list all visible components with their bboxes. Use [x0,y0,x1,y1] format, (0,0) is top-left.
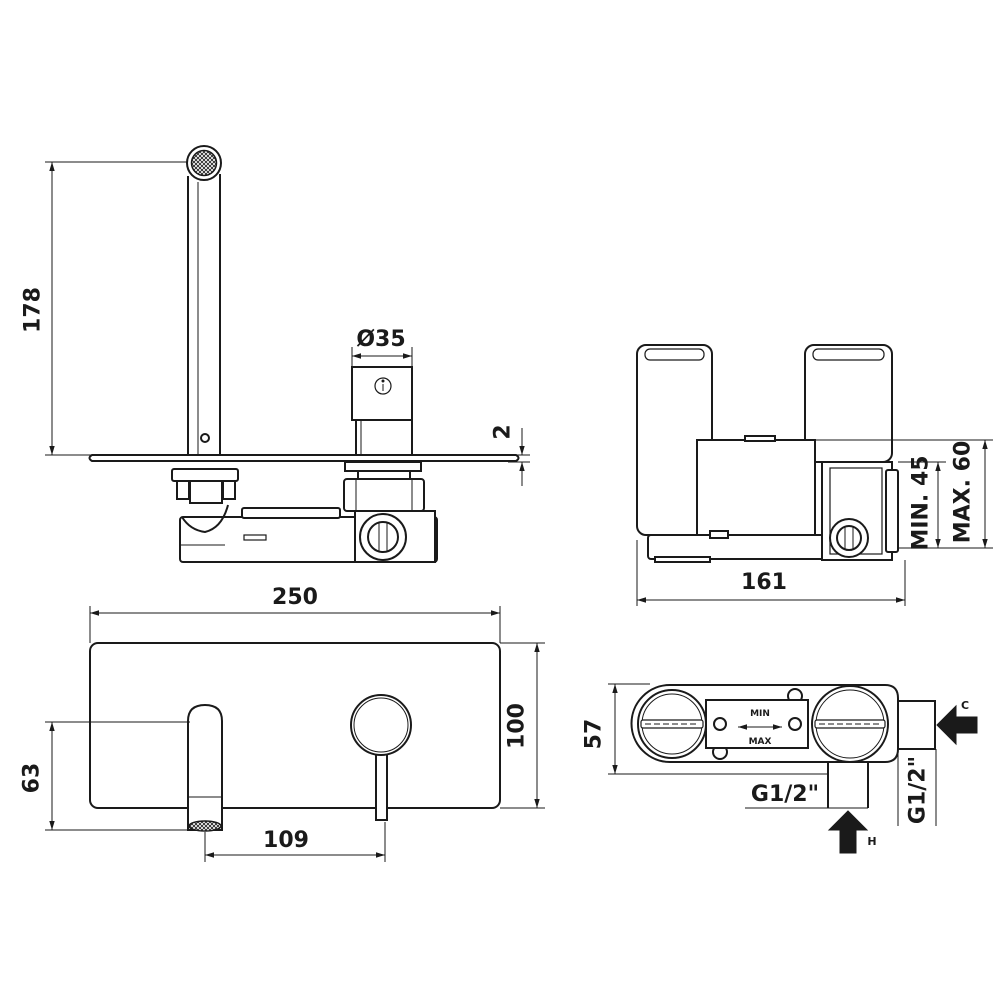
body-front-view: 161 MIN. 45 MAX. 60 [636,344,993,606]
hot-inlet-arrow-icon [827,810,869,854]
bottom-inlet-pipe [827,760,869,808]
dimension-body-width-label: 161 [741,570,787,595]
wall-plate-edge [88,454,520,462]
dimension-plate-thickness-label: 2 [491,424,516,439]
cold-inlet-arrow-icon [936,704,978,746]
handle-knob-inner [353,697,409,753]
dimension-body-width: 161 [636,540,906,606]
outlet-port-slot [844,526,854,550]
min-mark-label: MIN [750,709,770,719]
info-icon-dot [381,379,385,383]
spout-connector-nut [171,468,239,482]
dimension-spout-outlet-height-label: 63 [20,763,45,794]
hot-inlet-indicator: H [827,810,877,854]
manifold-mark [243,534,267,541]
center-block-mark [709,530,729,539]
outlet-housing-rib [885,469,899,553]
dimension-handle-diameter-label: Ø35 [356,327,405,352]
handle-front [350,694,412,821]
right-port [811,685,889,763]
right-cylinder-cap [812,348,885,361]
dimension-plate-thickness: 2 [491,424,530,486]
cold-inlet-indicator: C [936,699,978,746]
dimension-spout-outlet-height: 63 [20,721,190,831]
dimension-body-depth-label: 57 [582,719,607,750]
left-cylinder-cap [644,348,705,361]
inlet-port-slot [378,523,388,551]
dimension-body-depth: 57 [582,683,828,775]
plate-front-view: 250 100 63 109 [20,585,545,862]
manifold-slot [241,507,341,519]
side-inlet-pipe [896,700,936,750]
dimension-install-depth: MIN. 45 MAX. 60 [815,439,993,551]
handle-neck [355,419,413,456]
spout-connector-bolt [222,480,236,500]
right-cylinder [804,344,893,463]
hot-inlet-label: H [867,835,876,848]
side-connection-callout: G1/2" [897,749,937,826]
spout-body [187,703,223,831]
side-elevation-view: 178 Ø35 [21,145,530,563]
inlet-port-inner [367,521,399,553]
center-block [696,439,816,536]
bottom-connection-callout: G1/2" [745,782,868,809]
dimension-plate-width-label: 250 [272,585,318,610]
dimension-plate-height-label: 100 [505,703,530,749]
cold-inlet-label: C [961,699,969,712]
outlet-port-inner [836,525,862,551]
body-foot [654,556,711,563]
dimension-spout-to-handle: 109 [204,822,386,862]
dimension-max-depth-label: MAX. 60 [951,441,976,544]
dimension-plate-width: 250 [89,585,501,643]
spout-tube [187,174,221,455]
bottom-connection-label: G1/2" [751,782,819,807]
dimension-min-depth-label: MIN. 45 [909,455,934,550]
spout-connector-stem [189,480,223,504]
mount-hole [788,717,802,731]
left-port [637,689,707,759]
dimension-spout-height-label: 178 [21,287,46,333]
spout-connector-bolt [176,480,190,500]
wall-plate [89,642,501,809]
handle-side: Ø35 [351,327,413,456]
aerator-mesh [190,149,218,177]
dimension-spout-to-handle-label: 109 [263,828,309,853]
cartridge-flange [344,461,422,472]
spout-front [187,703,223,832]
center-block-tab [744,435,776,442]
center-manifold: MIN MAX [705,688,809,760]
mount-hole [713,717,727,731]
dimension-spout-height: 178 [21,161,192,456]
spout-elbow [181,504,229,534]
body-plan-view: MIN MAX 57 G1/2" G1/2" [582,683,978,854]
spout-aerator [188,820,222,832]
max-mark-label: MAX [749,737,772,747]
handle-lever [375,751,388,821]
side-connection-label: G1/2" [906,756,931,824]
concealed-body-side [171,461,438,563]
dimension-plate-height: 100 [500,642,545,809]
cartridge-collar [357,470,411,480]
handle-knob [350,694,412,756]
spout-screw [200,433,210,443]
spout-side [186,145,222,455]
